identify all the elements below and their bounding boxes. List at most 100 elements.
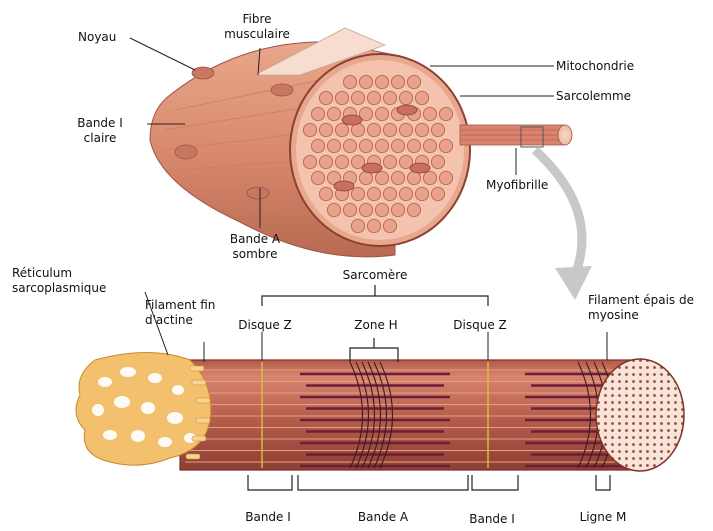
single-myofibril: [460, 125, 572, 147]
myofibril-end-face: [596, 359, 684, 471]
myofibril-cross-section: [335, 91, 348, 104]
myofibril-cross-section: [383, 123, 396, 136]
myofibril-cross-section: [391, 203, 404, 216]
label-filament-epais-line1: Filament épais de: [588, 293, 694, 308]
myofibril-cross-section: [423, 139, 436, 152]
label-bande-i-claire-line2: claire: [84, 131, 117, 146]
myofibril-cross-section: [431, 123, 444, 136]
bande-i-left-bracket: [248, 475, 292, 490]
myofibril-cross-section: [359, 171, 372, 184]
myofibril-cross-section: [351, 123, 364, 136]
myofibril-cross-section: [319, 155, 332, 168]
myofibril-cross-section: [415, 91, 428, 104]
mitochondrion-shape: [342, 115, 362, 125]
myofibril-cross-section: [383, 187, 396, 200]
label-zone-h: Zone H: [354, 318, 397, 333]
myofibril-cross-section: [375, 139, 388, 152]
label-fibre-line1: Fibre: [242, 12, 271, 27]
mitochondrion-shape: [362, 163, 382, 173]
label-noyau: Noyau: [78, 30, 116, 45]
myofibril-cross-section: [319, 187, 332, 200]
myofibril-cross-section: [383, 219, 396, 232]
myofibril-cross-section: [407, 203, 420, 216]
label-reticulum-line1: Réticulum: [12, 266, 72, 281]
myofibril-cross-section: [375, 107, 388, 120]
label-bande-i-claire-line1: Bande I: [77, 116, 123, 131]
myofibril-cross-section: [343, 75, 356, 88]
bande-a-bracket: [298, 475, 468, 490]
myofibril-cross-section: [343, 203, 356, 216]
myofibril-cylinder: [180, 359, 684, 471]
myofibril-cross-section: [439, 107, 452, 120]
myofibril-cross-section: [311, 139, 324, 152]
label-bande-a: Bande A: [358, 510, 408, 525]
myofibril-cross-section: [343, 139, 356, 152]
muscle-fiber: [150, 28, 470, 257]
myofibril-cross-section: [327, 203, 340, 216]
label-filament-fin-line2: d'actine: [145, 313, 193, 328]
myofibril-cross-section: [423, 171, 436, 184]
myofibril-cross-section: [415, 123, 428, 136]
myofibril-cross-section: [439, 139, 452, 152]
label-sarcolemme: Sarcolemme: [556, 89, 631, 104]
myofibril-cross-section: [367, 219, 380, 232]
myofibril-cross-section: [311, 107, 324, 120]
myofibril-cross-section: [359, 203, 372, 216]
sarcoplasmic-reticulum: [76, 353, 211, 466]
myofibril-cross-section: [319, 91, 332, 104]
mitochondrion-shape: [334, 181, 354, 191]
myofibril-cross-section: [383, 91, 396, 104]
myofibril-cross-section: [319, 123, 332, 136]
myofibril-cross-section: [351, 187, 364, 200]
myofibril-cross-section: [391, 139, 404, 152]
myofibril-cross-section: [375, 171, 388, 184]
label-disque-z-left: Disque Z: [238, 318, 291, 333]
label-filament-fin-line1: Filament fin: [145, 298, 215, 313]
myofibril-cross-section: [399, 91, 412, 104]
label-bande-i-left: Bande I: [245, 510, 291, 525]
label-bande-i-right: Bande I: [469, 512, 515, 527]
myofibril-cross-section: [351, 91, 364, 104]
myofibril-cross-section: [415, 187, 428, 200]
label-mitochondrie: Mitochondrie: [556, 59, 634, 74]
mitochondrion-shape: [410, 163, 430, 173]
myofibril-cross-section: [431, 187, 444, 200]
myofibril-cross-section: [367, 123, 380, 136]
label-myofibrille: Myofibrille: [486, 178, 548, 193]
myofibril-cross-section: [327, 107, 340, 120]
myofibril-cross-section: [399, 123, 412, 136]
myofibril-cross-section: [367, 91, 380, 104]
myofibril-cross-section: [327, 139, 340, 152]
myofibril-cross-section: [391, 171, 404, 184]
ligne-m-bracket: [596, 475, 610, 490]
myofibril-cross-section: [335, 123, 348, 136]
myofibril-cross-section: [311, 171, 324, 184]
myofibril-cross-section: [399, 187, 412, 200]
myofibril-cross-section: [375, 203, 388, 216]
myofibril-cross-section: [359, 75, 372, 88]
label-fibre-line2: musculaire: [224, 27, 290, 42]
label-bande-a-sombre-line1: Bande A: [230, 232, 280, 247]
myofibril-cross-section: [423, 107, 436, 120]
myofibril-cross-section: [431, 155, 444, 168]
myofibril-cross-section: [375, 75, 388, 88]
myofibril-cross-section: [359, 139, 372, 152]
label-ligne-m: Ligne M: [580, 510, 627, 525]
myofibril-cross-section: [367, 187, 380, 200]
label-sarcomere: Sarcomère: [343, 268, 408, 283]
zoom-arrow: [535, 150, 582, 275]
label-filament-epais-line2: myosine: [588, 308, 639, 323]
mitochondrion-shape: [397, 105, 417, 115]
myofibril-cross-section: [407, 139, 420, 152]
label-bande-a-sombre-line2: sombre: [233, 247, 278, 262]
myofibril-cross-section: [351, 219, 364, 232]
sarcomere-bracket: [262, 296, 488, 306]
myofibril-cross-section: [335, 155, 348, 168]
myofibril-cross-section: [407, 75, 420, 88]
myofibril-cross-section: [303, 155, 316, 168]
myofibril-cross-section: [391, 75, 404, 88]
bande-i-right-bracket: [472, 475, 518, 490]
label-reticulum-line2: sarcoplasmique: [12, 281, 106, 296]
